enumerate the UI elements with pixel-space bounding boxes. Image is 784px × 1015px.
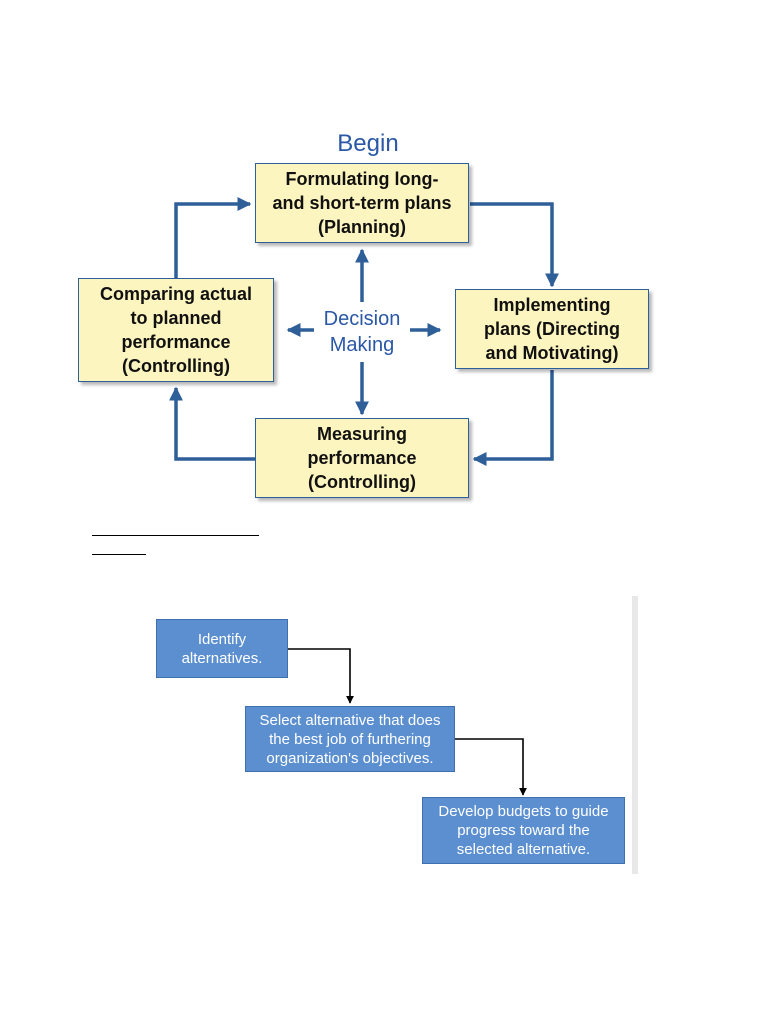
arrow-comparing-to-planning (174, 197, 252, 278)
flow-step-identify: Identify alternatives. (156, 619, 288, 678)
comparing-box: Comparing actual to planned performance … (78, 278, 274, 382)
underline-rule-short (92, 554, 146, 555)
flow-step-select: Select alternative that does the best jo… (245, 706, 455, 772)
flow-panel-edge (632, 596, 638, 874)
planning-box: Formulating long- and short-term plans (… (255, 163, 469, 243)
arrow-directing-to-measuring (472, 370, 554, 466)
directing-box: Implementing plans (Directing and Motiva… (455, 289, 649, 369)
underline-rule-long (92, 535, 259, 536)
flow-step-develop: Develop budgets to guide progress toward… (422, 797, 625, 864)
arrow-planning-to-directing (470, 202, 559, 288)
decision-making-label: Decision Making (323, 308, 401, 356)
connector-step2-to-step3 (455, 738, 527, 796)
connector-step1-to-step2 (288, 648, 354, 704)
arrow-measuring-to-comparing (169, 386, 256, 461)
begin-label: Begin (337, 130, 399, 157)
measuring-box: Measuring performance (Controlling) (255, 418, 469, 498)
